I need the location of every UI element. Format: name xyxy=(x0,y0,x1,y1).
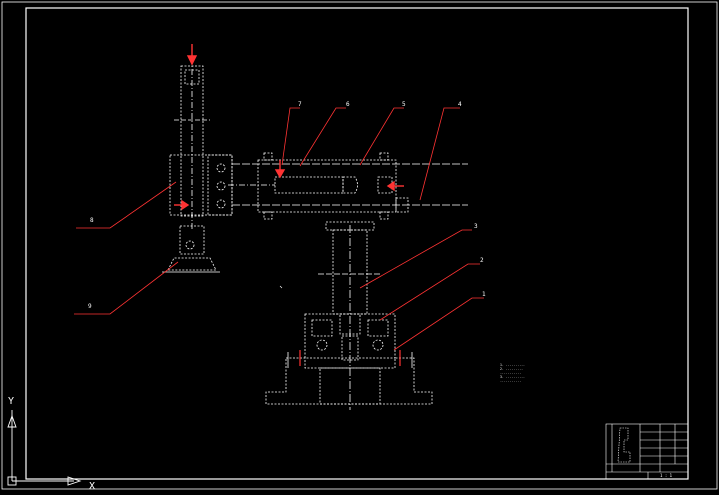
ucs-icon xyxy=(7,410,82,486)
ucs-y-label: Y xyxy=(8,396,14,407)
arm-force-arrows xyxy=(274,160,404,192)
horizontal-arm-assembly[interactable] xyxy=(228,152,468,220)
title-block[interactable] xyxy=(605,423,689,480)
technical-notes: 1. .......... 2. ......... ........... 3… xyxy=(500,363,525,383)
callout-8: 8 xyxy=(90,217,94,224)
leader-lines xyxy=(74,107,484,351)
drawing-frame xyxy=(25,7,689,480)
callout-5: 5 xyxy=(402,101,406,108)
callout-2: 2 xyxy=(480,257,484,264)
svg-text:...........: ........... xyxy=(500,379,521,383)
callout-4: 4 xyxy=(458,101,462,108)
column-force-arrows xyxy=(174,44,198,211)
svg-text:1. ..........: 1. .......... xyxy=(500,363,525,367)
ucs-x-label: X xyxy=(89,481,95,491)
vertical-column-assembly[interactable] xyxy=(162,58,233,273)
base-bolts xyxy=(299,350,401,366)
svg-text:3. ..........: 3. .......... xyxy=(500,375,525,379)
svg-text:2. .........: 2. ......... xyxy=(500,367,523,371)
callout-3: 3 xyxy=(474,223,478,230)
callout-7: 7 xyxy=(298,101,302,108)
title-block-scale: 1 : 1 xyxy=(660,473,673,478)
callout-1: 1 xyxy=(482,291,486,298)
callout-6a: 6 xyxy=(346,101,350,108)
callout-labels: 7 6 5 4 3 2 1 8 9 xyxy=(88,101,486,310)
central-shaft[interactable] xyxy=(318,221,382,410)
callout-9: 9 xyxy=(88,303,92,310)
base-assembly[interactable] xyxy=(265,313,433,405)
svg-text:...........: ........... xyxy=(500,371,521,375)
stray-mark xyxy=(279,285,283,289)
